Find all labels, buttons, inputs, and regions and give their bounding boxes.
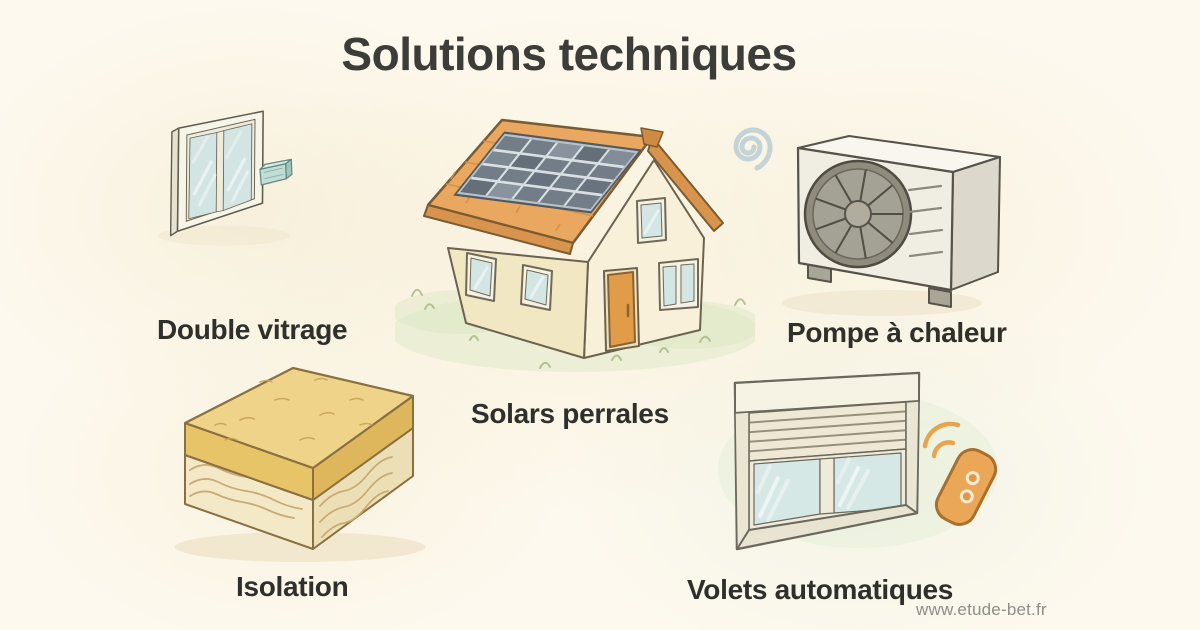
- glass-block-icon: [259, 158, 293, 186]
- label-insulation: Isolation: [236, 571, 349, 602]
- shutter-window: [733, 371, 921, 551]
- vent-lines: [907, 184, 944, 258]
- double-glazing-illustration: [158, 110, 293, 246]
- label-heat-pump: Pompe à chaleur: [787, 317, 1007, 348]
- label-auto-shutters: Volets automatiques: [687, 574, 954, 605]
- label-double-vitrage: Double vitrage: [157, 314, 348, 345]
- insulation-illustration: [175, 366, 425, 562]
- label-solar-panels: Solars perrales: [471, 398, 669, 429]
- remote-signal-icon: [922, 421, 961, 459]
- fan-icon: [803, 159, 913, 269]
- double-glazing-window-icon: [169, 110, 264, 237]
- shutters-illustration: [718, 371, 998, 551]
- solar-panel: [453, 131, 643, 214]
- remote-control-icon: [934, 448, 998, 526]
- swirl-icon: [733, 127, 773, 171]
- heat-pump-illustration: [782, 135, 1001, 316]
- window-shadow: [158, 225, 290, 246]
- house-windows: [465, 197, 699, 311]
- solar-house-illustration: [395, 118, 755, 372]
- insulation-block: [183, 366, 415, 550]
- insulation-shadow: [175, 532, 425, 562]
- heat-pump-unit: [796, 135, 1001, 308]
- page-title: Solutions techniques: [341, 28, 797, 80]
- shutter-slats: [748, 410, 907, 453]
- house-door: [603, 267, 640, 352]
- website-watermark: www.etude-bet.fr: [916, 600, 1047, 619]
